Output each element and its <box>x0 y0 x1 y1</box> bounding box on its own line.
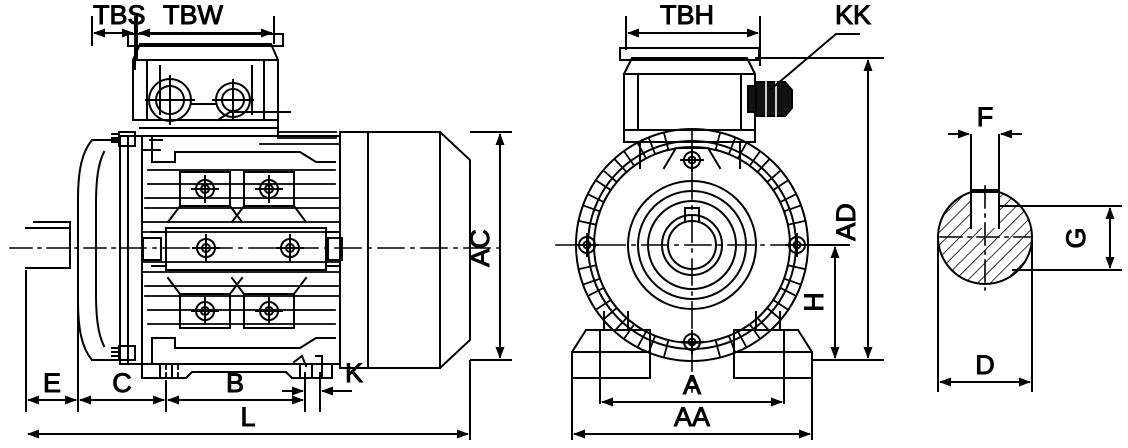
lower-gland-side <box>111 345 136 361</box>
dim-label-K: K <box>345 358 363 388</box>
dim-label-C: C <box>112 368 132 398</box>
bearing-housing-block <box>142 227 343 271</box>
lifting-lug <box>111 131 163 147</box>
dim-AC <box>470 131 512 361</box>
dim-label-G: G <box>1061 227 1091 248</box>
shaft-extension <box>25 221 71 269</box>
dim-label-TBH: TBH <box>660 0 714 30</box>
frame-bottom-shoulder <box>151 337 336 365</box>
dim-AD <box>755 57 884 361</box>
dim-label-D: D <box>975 350 995 380</box>
shaft-detail-view <box>937 179 1033 291</box>
mounting-boss-top-left <box>166 171 244 224</box>
foot-hole-dashed <box>165 363 179 381</box>
dim-label-H: H <box>799 292 829 312</box>
dim-TBW <box>136 16 275 60</box>
dim-label-A: A <box>683 370 701 400</box>
dim-KK-leader <box>769 33 860 91</box>
dim-D <box>937 240 1033 392</box>
dim-label-KK: KK <box>835 0 871 30</box>
dim-label-B: B <box>226 368 244 398</box>
mounting-boss-top-right <box>230 171 308 224</box>
cable-gland-front <box>747 81 793 117</box>
foot-rail <box>141 354 333 379</box>
dim-label-TBW: TBW <box>163 0 224 30</box>
conduit-line <box>259 131 341 145</box>
radial-cooling-fins <box>577 131 807 359</box>
dim-F <box>948 129 1022 186</box>
cable-gland-left <box>145 75 195 125</box>
dim-K <box>282 386 352 400</box>
mounting-boss-bottom-left <box>166 276 244 329</box>
side-view-dimensions: TBS TBW AC E <box>25 0 512 440</box>
front-view <box>555 47 837 393</box>
front-view-dimensions: TBH KK AD H A <box>571 0 884 440</box>
dim-label-L: L <box>240 402 255 432</box>
frame-top-shoulder <box>141 135 336 163</box>
dim-label-AD: AD <box>831 203 861 241</box>
dim-label-F: F <box>977 102 994 132</box>
detail-view-dimensions: F G D <box>937 102 1122 392</box>
front-extension-lines <box>571 332 813 440</box>
mounting-boss-bottom-right <box>230 276 308 329</box>
dim-label-AC: AC <box>465 229 495 267</box>
dim-G <box>999 205 1122 271</box>
fan-cowl <box>339 131 471 369</box>
dim-label-E: E <box>43 368 61 398</box>
dim-label-AA: AA <box>674 402 710 432</box>
dim-label-TBS: TBS <box>93 0 146 30</box>
dim-TBS <box>91 16 136 70</box>
dim-H <box>808 244 850 359</box>
cable-gland-right <box>212 79 254 121</box>
